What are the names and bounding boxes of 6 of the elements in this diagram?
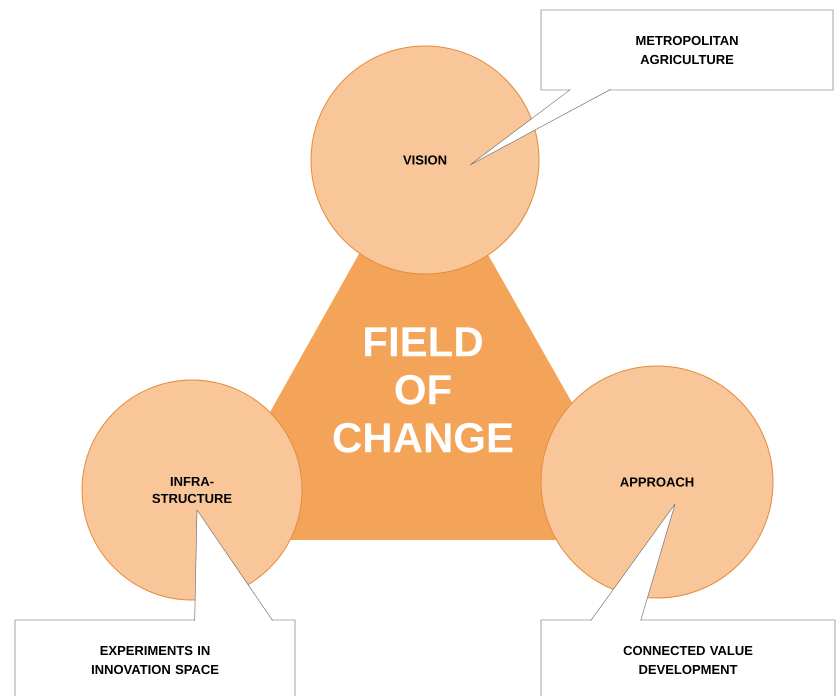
triangle-label: FIELD OF CHANGE — [334, 327, 512, 453]
callout-pointer — [590, 504, 676, 621]
callout-box: EXPERIMENTS IN INNOVATION SPACE — [14, 620, 296, 696]
callout-pointer — [470, 89, 611, 166]
callout-box: CONNECTED VALUE DEVELOPMENT — [540, 620, 836, 696]
callout-pointer — [194, 510, 273, 621]
